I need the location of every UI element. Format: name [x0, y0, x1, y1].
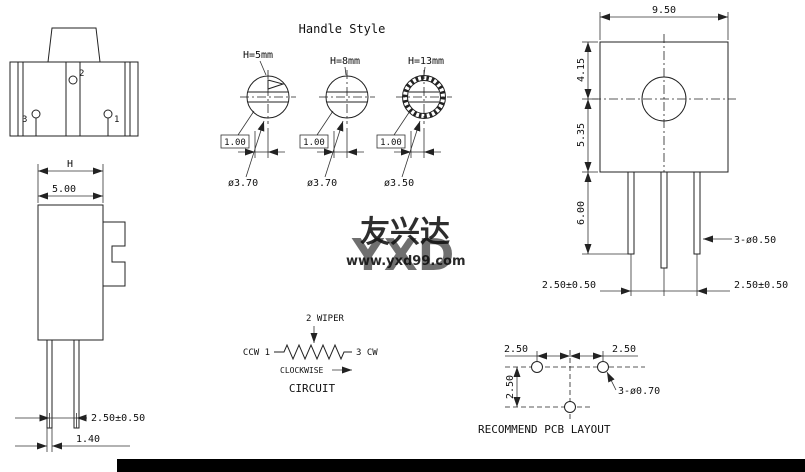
- clockwise-label: CLOCKWISE: [280, 366, 324, 375]
- slot-offset-label: 1.00: [224, 138, 246, 148]
- dim-pitch-left-label: 2.50±0.50: [542, 280, 596, 291]
- dim-pitch-right-label: 2.50±0.50: [734, 280, 788, 291]
- pin-1-hole: [103, 109, 113, 119]
- pin-middle: [660, 171, 668, 269]
- handle-profile: [47, 27, 101, 63]
- dim-pin-width-label: 1.40: [76, 434, 100, 445]
- ccw-terminal-label: CCW 1: [243, 348, 270, 358]
- variant-label: H=5mm: [243, 50, 273, 61]
- front-body: [9, 61, 139, 137]
- dim-9-50-label: 9.50: [652, 5, 676, 16]
- pad-left: [531, 361, 543, 373]
- rotor-circle: [641, 76, 687, 122]
- dim-pin-pitch-label: 2.50±0.50: [91, 413, 145, 424]
- pin-3-hole: [31, 109, 41, 119]
- watermark-website: www.yxd99.com: [346, 254, 466, 269]
- watermark-company-name: 友兴达: [360, 215, 450, 250]
- dim-h-label: H: [67, 159, 73, 170]
- handle-variant-8mm: H=8mm 1.00 ø3.70: [299, 56, 375, 189]
- slot-offset-label: 1.00: [303, 138, 325, 148]
- pcb-dim-vertical-label: 2.50: [505, 375, 516, 399]
- side-body: [37, 204, 104, 341]
- watermark-logo-text: YXD: [351, 230, 454, 281]
- diameter-label: ø3.70: [228, 178, 258, 189]
- pcb-layout: 2.50 2.50 2.50 3-ø0.70 RECOMMEND PCB LAY…: [478, 344, 660, 436]
- diameter-label: ø3.70: [307, 178, 337, 189]
- variant-label: H=8mm: [330, 56, 360, 67]
- pcb-layout-caption: RECOMMEND PCB LAYOUT: [478, 423, 611, 436]
- pin-diameter-note: 3-ø0.50: [734, 235, 776, 246]
- pin-2-label: 2: [79, 69, 84, 79]
- cw-terminal-label: 3 CW: [356, 348, 378, 358]
- circuit-caption: CIRCUIT: [289, 382, 336, 395]
- dim-5-35-label: 5.35: [576, 123, 587, 147]
- resistor-symbol: [274, 343, 352, 361]
- pin-3-label: 3: [22, 115, 27, 125]
- top-view: 9.50 4.15 5.35 6.00 3-ø0.50 2.50±0.50 2.…: [542, 5, 788, 296]
- pcb-dim-right-label: 2.50: [612, 344, 636, 355]
- watermark: YXD 友兴达 www.yxd99.com: [346, 215, 466, 281]
- pin-2-hole: [68, 75, 78, 85]
- circuit-diagram: 2 WIPER CCW 1 3 CW CLOCKWISE CIRCUIT: [243, 314, 378, 395]
- diameter-label: ø3.50: [384, 178, 414, 189]
- slot-pointer: [267, 79, 285, 90]
- dim-4-15-label: 4.15: [576, 58, 587, 82]
- pad-diameter-note: 3-ø0.70: [618, 386, 660, 397]
- side-notch: [103, 221, 126, 287]
- slot-offset-label: 1.00: [380, 138, 402, 148]
- wiper-label: 2 WIPER: [306, 314, 345, 324]
- variant-label: H=13mm: [408, 56, 444, 67]
- pin-1-label: 1: [114, 115, 119, 125]
- handle-variant-5mm: H=5mm 1.00 ø3.70: [220, 50, 296, 189]
- side-view: H 5.00 2.50±0.50 1.40: [15, 159, 145, 452]
- bottom-black-bar: [117, 459, 805, 472]
- handle-style-title: Handle Style: [299, 22, 386, 36]
- knob-inner: [407, 80, 441, 114]
- front-view: 2 3 1: [9, 27, 139, 137]
- handle-style-section: Handle Style H=5mm 1.00 ø3.70 H=8mm: [220, 22, 452, 189]
- pad-right: [597, 361, 609, 373]
- pcb-dim-left-label: 2.50: [504, 344, 528, 355]
- handle-variant-13mm: H=13mm 1.00 ø3.50: [376, 56, 452, 189]
- dim-6-00-label: 6.00: [576, 201, 587, 225]
- pin-right: [693, 171, 701, 255]
- pin-left: [627, 171, 635, 255]
- dim-5-00-label: 5.00: [52, 184, 76, 195]
- pad-wiper: [564, 401, 576, 413]
